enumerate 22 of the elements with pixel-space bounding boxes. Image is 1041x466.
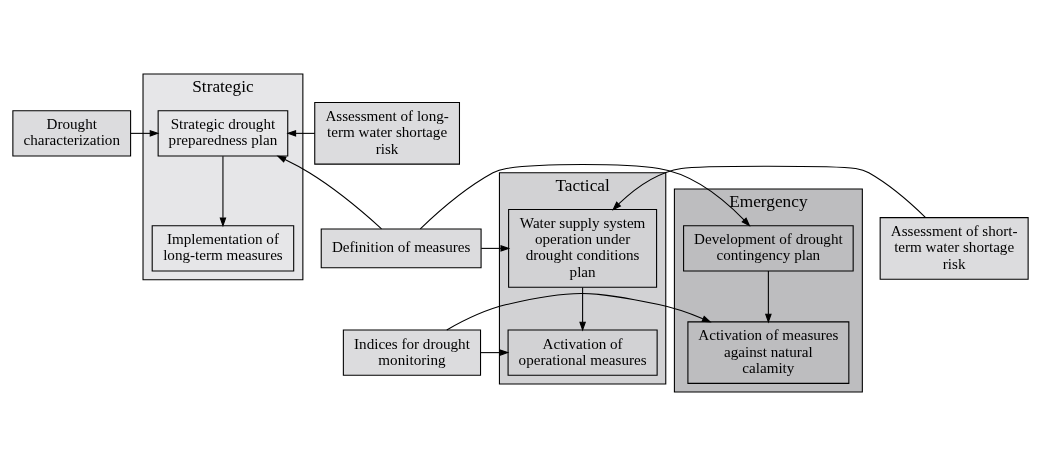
node-box: Water supply system operation under drought conditions plan: [508, 208, 658, 288]
arrow: [612, 165, 926, 218]
arrow: [480, 244, 511, 252]
arrow: [579, 286, 586, 332]
node-box: Assessment of long-term water shortage risk: [314, 102, 461, 165]
node-box: Assessment of short-term water shortage risk: [879, 217, 1029, 280]
arrow: [480, 349, 510, 357]
arrow: [419, 164, 751, 230]
node-box: Implementation of long-term measures: [151, 225, 295, 272]
node-box: Development of drought contingency plan: [683, 225, 854, 272]
arrow: [219, 155, 227, 228]
arrow: [276, 155, 383, 230]
node-box: Strategic drought preparedness plan: [157, 110, 289, 157]
node-box: Activation of operational measures: [507, 329, 658, 376]
node-box: Activation of measures against natural calamity: [687, 321, 850, 384]
arrow: [764, 270, 772, 324]
node-box: Definition of measures: [320, 228, 482, 269]
arrow: [446, 292, 712, 331]
node-box: Indices for drought monitoring: [342, 329, 482, 376]
node-box: Drought characterization: [12, 110, 132, 157]
arrow: [130, 129, 160, 137]
arrow: [286, 129, 316, 137]
